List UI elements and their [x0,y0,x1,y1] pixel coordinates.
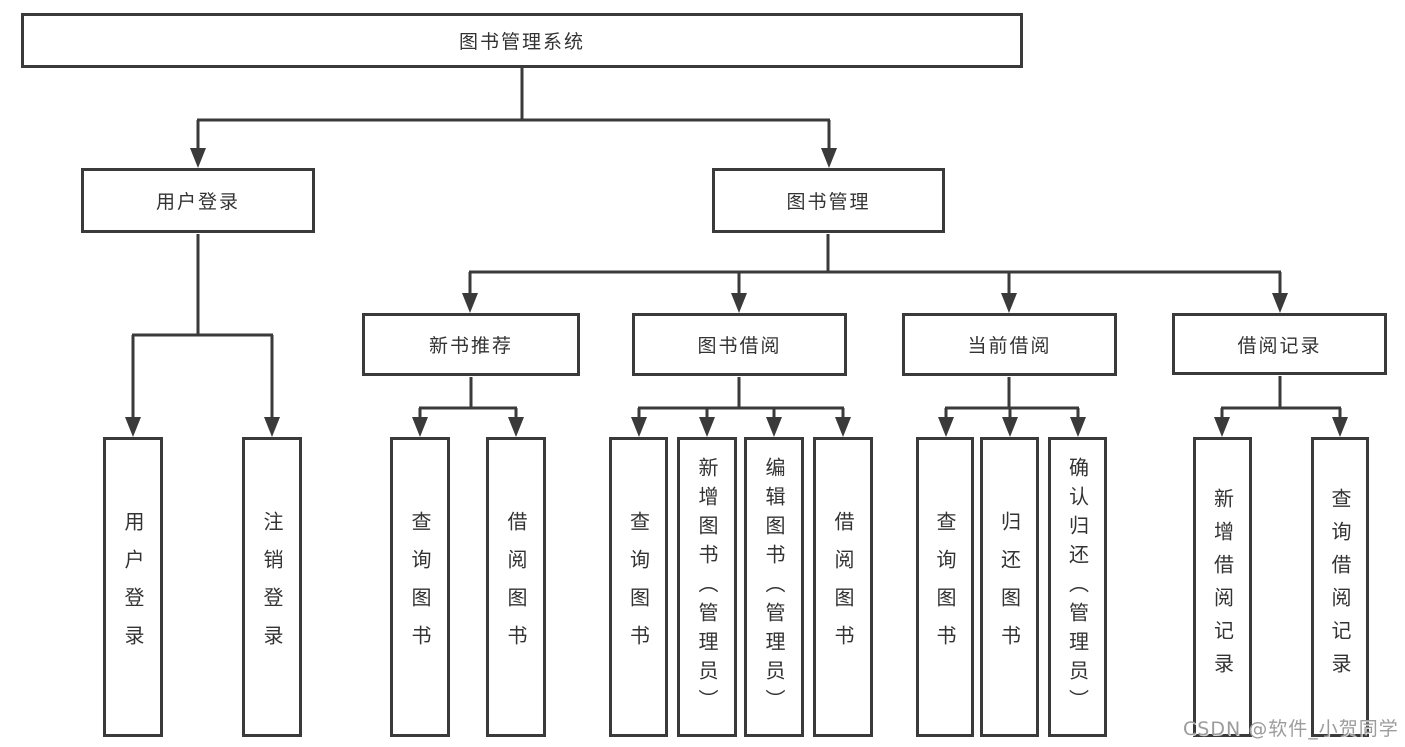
leaf-current-confirm-return-label: 确认归还（管理员） [1065,456,1090,718]
node-user-login: 用户登录 [81,168,315,233]
leaf-newbook-query-label: 查询图书 [408,511,432,663]
leaf-newbook-borrow-label: 借阅图书 [504,511,528,663]
leaf-borrow-edit-book-label: 编辑图书（管理员） [762,456,786,718]
leaf-current-return: 归还图书 [980,437,1039,737]
leaf-current-query: 查询图书 [916,437,974,737]
leaf-newbook-borrow: 借阅图书 [486,437,546,737]
csdn-watermark: CSDN @软件_小贺同学 [1183,718,1399,740]
leaf-user-login: 用户登录 [103,437,163,737]
leaf-logout-label: 注销登录 [260,511,284,663]
leaf-newbook-query: 查询图书 [390,437,450,737]
leaf-logout: 注销登录 [242,437,302,737]
node-current-borrow: 当前借阅 [902,313,1117,376]
leaf-borrow-add-book: 新增图书（管理员） [677,437,737,737]
leaf-user-login-label: 用户登录 [121,511,145,663]
leaf-borrow-edit-book: 编辑图书（管理员） [744,437,804,737]
node-new-book-recommend: 新书推荐 [362,313,580,376]
leaf-current-query-label: 查询图书 [933,511,957,663]
leaf-record-query-label: 查询借阅记录 [1328,488,1352,686]
leaf-borrow-add-book-label: 新增图书（管理员） [695,456,719,718]
leaf-record-add-label: 新增借阅记录 [1210,488,1235,686]
node-borrow-record: 借阅记录 [1172,313,1387,375]
leaf-record-query: 查询借阅记录 [1311,437,1369,737]
node-current-borrow-label: 当前借阅 [967,335,1052,357]
leaf-borrow-query: 查询图书 [609,437,668,737]
node-new-book-recommend-label: 新书推荐 [428,335,513,357]
leaf-borrow-query-label: 查询图书 [626,511,651,663]
leaf-borrow-borrow-book-label: 借阅图书 [831,511,855,663]
leaf-borrow-borrow-book: 借阅图书 [813,437,873,737]
node-root-label: 图书管理系统 [458,31,585,53]
node-user-login-label: 用户登录 [155,191,240,213]
leaf-current-return-label: 归还图书 [997,511,1022,663]
leaf-current-confirm-return: 确认归还（管理员） [1048,437,1107,737]
node-borrow-record-label: 借阅记录 [1237,334,1322,357]
node-book-management: 图书管理 [712,168,945,233]
leaf-record-add: 新增借阅记录 [1193,437,1252,737]
node-book-borrow-label: 图书借阅 [697,335,782,357]
node-root: 图书管理系统 [21,13,1023,68]
node-book-management-label: 图书管理 [786,191,871,213]
node-book-borrow: 图书借阅 [632,313,847,376]
